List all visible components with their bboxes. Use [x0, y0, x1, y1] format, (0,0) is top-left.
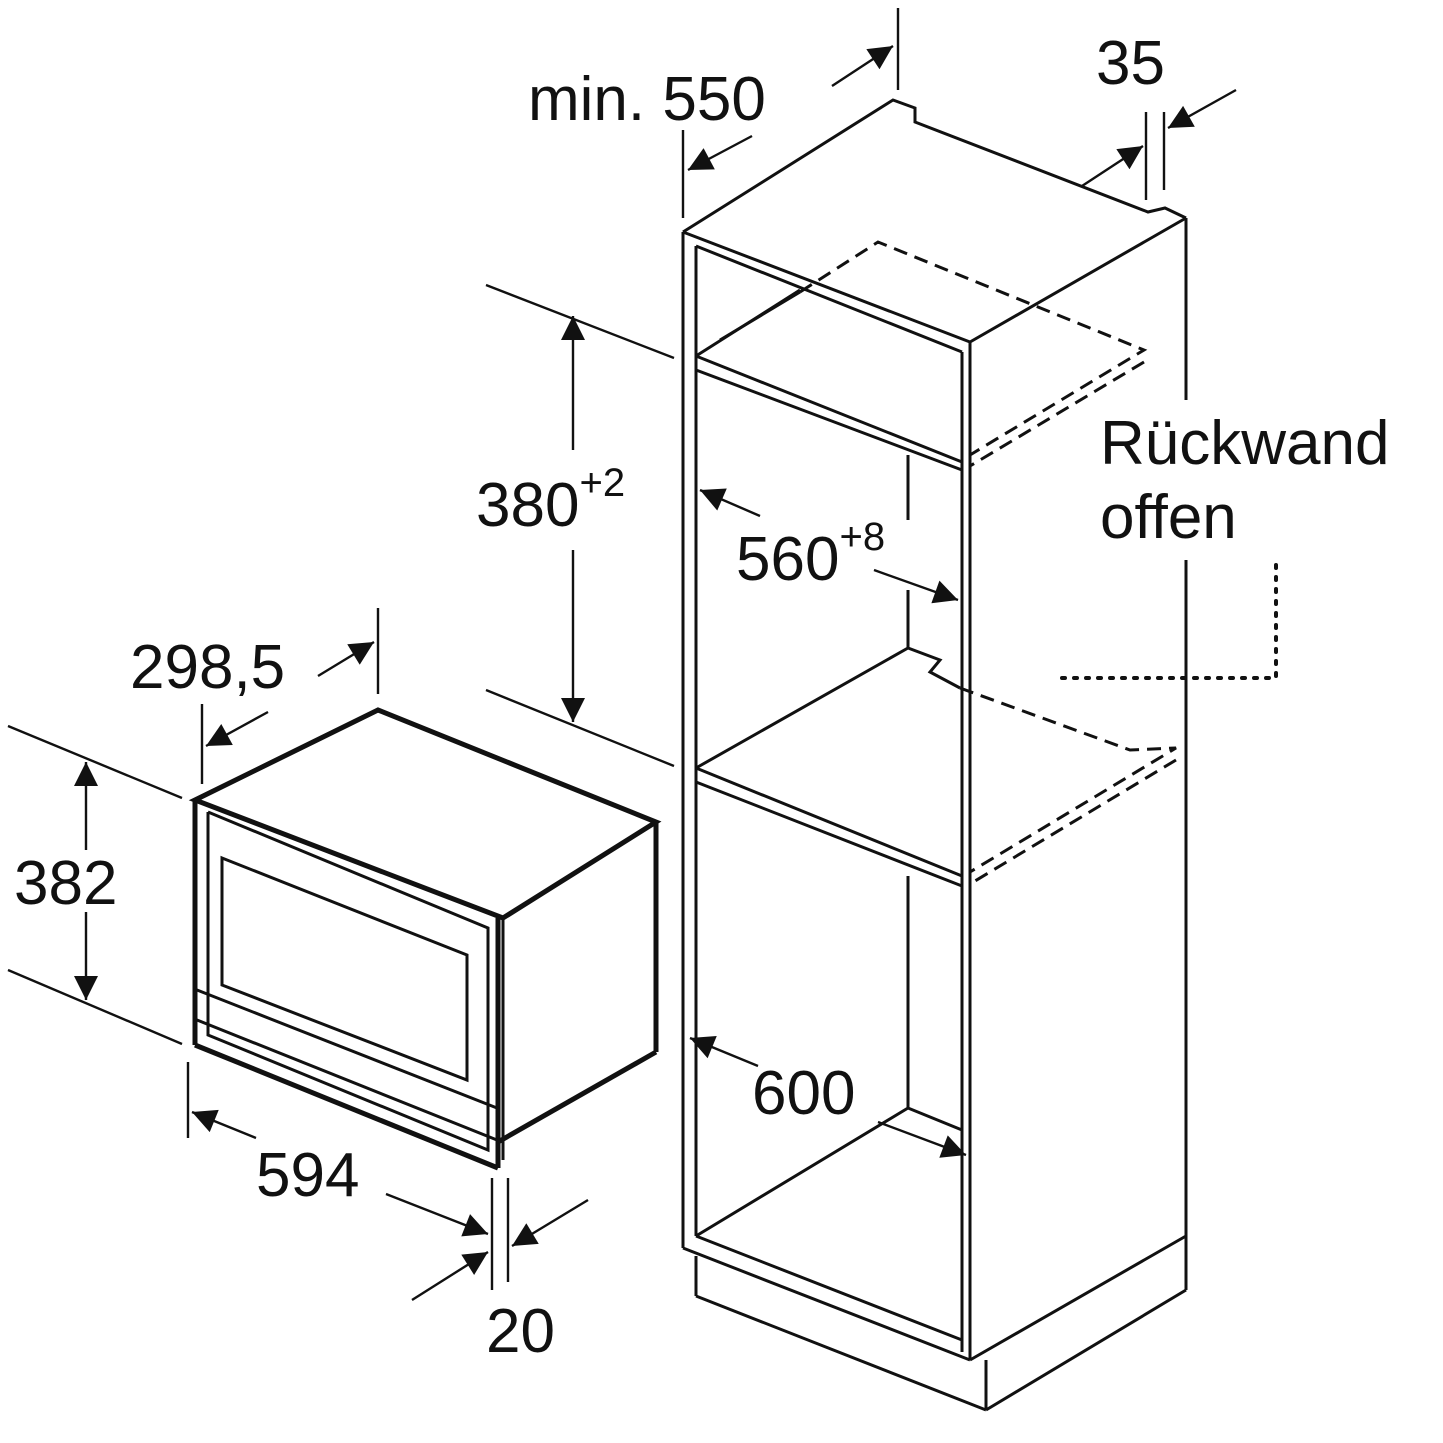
front-panel-label: 20 — [486, 1297, 555, 1366]
appliance-depth-label: 298,5 — [130, 633, 285, 702]
back-wall-label-line1: Rückwand — [1100, 409, 1389, 478]
tall-cabinet — [681, 98, 1278, 1412]
min-depth-label: min. 550 — [528, 65, 766, 134]
appliance-height-label: 382 — [14, 849, 117, 918]
appliance-width-label: 594 — [256, 1141, 359, 1210]
back-wall-pointer — [1058, 563, 1278, 680]
niche-height-label: 380+2 — [476, 461, 625, 540]
back-gap-label: 35 — [1096, 29, 1165, 98]
microwave-appliance — [188, 707, 662, 1171]
dimension-lines — [7, 8, 1237, 1302]
niche-width-label: 560+8 — [736, 515, 885, 594]
cabinet-width-label: 600 — [752, 1059, 855, 1128]
back-wall-label-line2: offen — [1100, 483, 1237, 552]
